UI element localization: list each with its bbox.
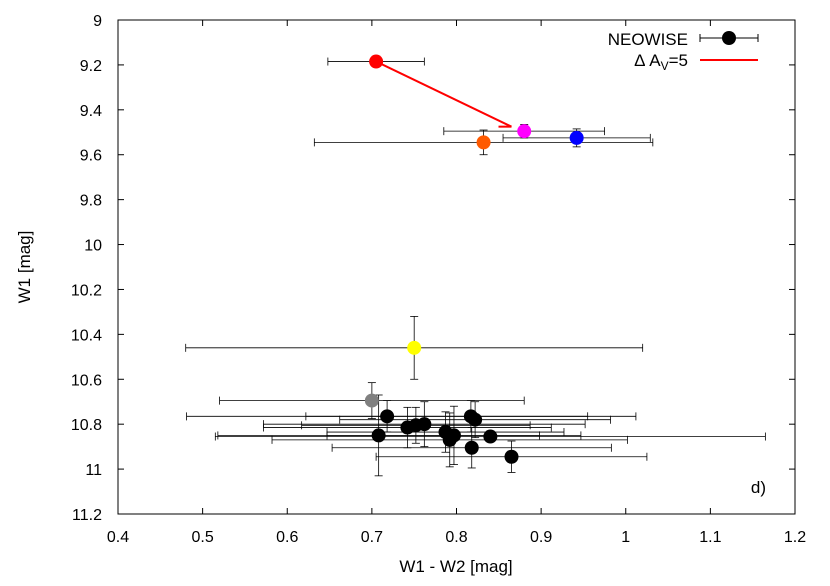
x-tick-label: 0.8 <box>445 529 467 546</box>
y-tick-label: 11.2 <box>72 507 102 524</box>
y-tick-label: 9.2 <box>80 58 102 75</box>
data-point <box>504 449 519 464</box>
chart-marks <box>185 54 766 477</box>
data-point <box>408 418 423 433</box>
data-point <box>569 130 584 145</box>
y-tick-label: 10.6 <box>71 372 102 389</box>
legend: NEOWISE Δ AV=5 <box>608 30 759 73</box>
y-tick-label: 9.6 <box>80 148 102 165</box>
y-axis: 9 9.2 9.4 9.6 9.8 10 10.2 10.4 10.6 10.8 11 11.2 <box>71 13 795 524</box>
x-tick-label: 0.7 <box>361 529 383 546</box>
data-point <box>468 412 483 427</box>
y-tick-label: 11 <box>85 462 102 479</box>
extinction-vector <box>375 60 512 128</box>
x-tick-label: 0.4 <box>107 529 129 546</box>
y-tick-label: 9.4 <box>80 103 102 120</box>
y-tick-label: 9.8 <box>80 193 102 210</box>
x-axis-title: W1 - W2 [mag] <box>399 557 512 576</box>
data-point <box>369 54 384 69</box>
x-tick-label: 0.5 <box>192 529 214 546</box>
legend-label-neowise: NEOWISE <box>608 30 688 49</box>
panel-label: d) <box>751 478 766 497</box>
x-tick-label: 0.6 <box>276 529 298 546</box>
legend-label-extinction: Δ AV=5 <box>634 51 688 73</box>
y-axis-title: W1 [mag] <box>15 231 34 304</box>
data-point <box>476 135 491 150</box>
x-tick-label: 0.9 <box>530 529 552 546</box>
y-tick-label: 10.4 <box>71 327 102 344</box>
y-tick-label: 9 <box>93 13 102 30</box>
y-tick-label: 10.2 <box>71 282 102 299</box>
legend-swatch-neowise-dot <box>722 31 736 45</box>
data-point <box>380 409 395 424</box>
x-axis: 0.4 0.5 0.6 0.7 0.8 0.9 1 1.1 1.2 <box>107 20 806 546</box>
x-tick-label: 1.1 <box>699 529 721 546</box>
y-tick-label: 10.8 <box>71 417 102 434</box>
data-point <box>517 124 532 139</box>
data-point <box>442 432 457 447</box>
x-tick-label: 1.2 <box>784 529 806 546</box>
data-point <box>364 393 379 408</box>
data-point <box>483 429 498 444</box>
x-tick-label: 1 <box>621 529 630 546</box>
data-point <box>371 428 386 443</box>
data-point <box>464 440 479 455</box>
data-point <box>407 340 422 355</box>
y-tick-label: 10 <box>84 238 102 255</box>
